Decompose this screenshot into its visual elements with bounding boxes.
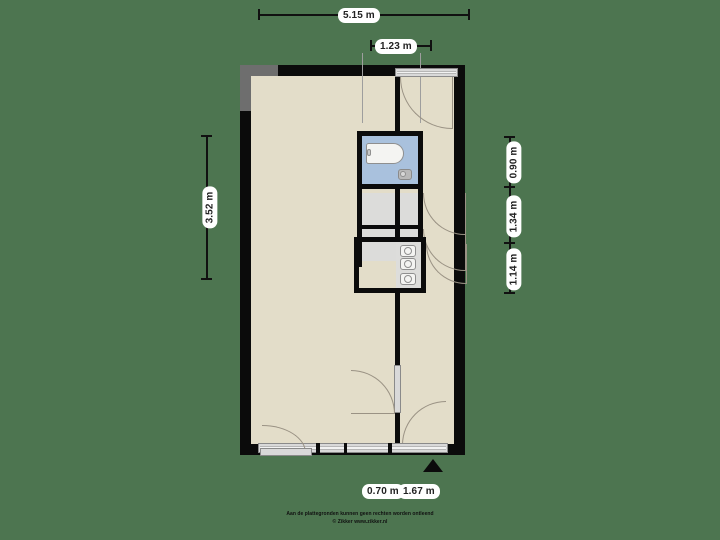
bathtub-drain-icon (367, 149, 371, 156)
dimension-tick (258, 9, 260, 20)
dimension-top-partial: 1.23 m (375, 39, 417, 54)
burner-icon (404, 247, 412, 255)
door-leaf (351, 413, 395, 414)
wall-closet-divider (357, 225, 423, 229)
dimension-tick (468, 9, 470, 20)
footer-disclaimer: Aan de plattegronden kunnen geen rechten… (286, 511, 434, 517)
window-mullion (344, 443, 347, 453)
wall-partition-lower (395, 293, 400, 365)
footer-copyright: © Zikker www.zikker.nl (332, 519, 388, 525)
window-north (395, 68, 458, 77)
dimension-left-overall: 3.52 m (202, 186, 218, 229)
dimension-tick (430, 40, 432, 51)
dimension-right-2: 1.34 m (506, 195, 522, 238)
slider-leaf (260, 448, 312, 456)
dimension-tick (504, 292, 515, 294)
dimension-tick (370, 40, 372, 51)
wall-closet-lower-west (357, 229, 362, 267)
north-arrow-icon (423, 459, 443, 472)
door-leaf (465, 193, 466, 235)
wall-bathroom-west (357, 131, 362, 189)
dimension-tick (504, 242, 515, 244)
extension-line (362, 53, 363, 123)
sink-bowl-icon (400, 171, 406, 177)
dimension-tick (201, 278, 212, 280)
window-mullion (388, 443, 392, 453)
wall-closet-upper-east (418, 189, 423, 229)
dimension-tick (201, 135, 212, 137)
burner-icon (404, 260, 412, 268)
building-outline (240, 53, 467, 456)
window-south (258, 443, 448, 453)
dimension-tick (504, 186, 515, 188)
wall-bathroom-east (418, 131, 423, 189)
interior-glazed-partition (394, 365, 401, 413)
wall-kitchen-north (354, 237, 426, 242)
door-leaf (452, 77, 453, 129)
dimension-right-1: 0.90 m (506, 141, 522, 184)
wall-kitchen-east (421, 242, 426, 292)
wall-partition-upper (395, 77, 400, 132)
wall-bathroom-south (357, 184, 423, 189)
wall-kitchen-west (354, 242, 359, 292)
wall-partition-mid (395, 189, 400, 237)
bathtub-icon (366, 143, 404, 164)
dimension-tick (504, 136, 515, 138)
dimension-right-3: 1.14 m (506, 248, 522, 291)
dimension-top-overall: 5.15 m (338, 8, 380, 23)
dimension-bottom-a: 0.70 m (362, 484, 404, 499)
wall-bathroom-north (357, 131, 423, 136)
wall-partition-bottom (395, 413, 400, 444)
dimension-bottom-b: 1.67 m (398, 484, 440, 499)
sink-bowl-icon (404, 275, 412, 283)
wall-closet-upper-west (357, 189, 362, 229)
wall-kitchen-south (354, 288, 426, 293)
room-closet-upper (362, 193, 418, 225)
window-mullion (316, 443, 320, 453)
door-leaf (466, 244, 467, 284)
